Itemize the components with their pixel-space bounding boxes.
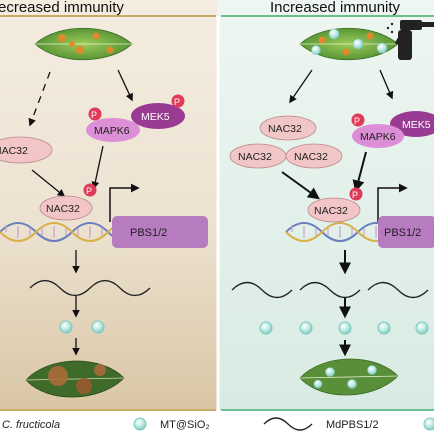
left-diseased-leaf	[25, 360, 125, 398]
left-infected-leaf	[34, 27, 133, 61]
pathogen-spot	[69, 41, 75, 47]
right-nac32-node-a	[259, 115, 317, 141]
right-arrow-nac32-down	[281, 171, 320, 200]
right-arrow-mapk-down	[352, 151, 367, 193]
right-nac32-phospho-label: P	[352, 190, 358, 200]
left-mapk6-label: MAPK6	[94, 125, 130, 137]
left-panel-bg	[0, 0, 218, 410]
right-nac32-bound-node	[307, 197, 361, 223]
left-panel-title: ecreased immunity	[0, 0, 124, 16]
legend-item-mrna-label: MdPBS1/2	[326, 419, 379, 431]
left-mapk6-node	[86, 118, 140, 142]
right-mek5-label: MEK5	[402, 119, 431, 131]
left-nac32-phospho-label: P	[86, 186, 92, 196]
left-nac32-bound-label: NAC32	[46, 203, 80, 215]
legend-particle-icon	[133, 417, 147, 431]
left-tss-arrow	[109, 183, 140, 222]
right-protein-particle	[415, 321, 429, 335]
left-mek5-phospho-label: P	[174, 97, 180, 107]
pathogen-spot	[58, 34, 66, 42]
legend-item-particle-label: MT@SiO₂	[160, 419, 210, 431]
left-mek5-label: MEK5	[141, 111, 170, 123]
right-pbs-gene-box	[378, 216, 434, 248]
right-mapk6-label: MAPK6	[360, 131, 396, 143]
right-arrow-to-mapk	[379, 69, 394, 100]
right-mrna	[231, 281, 429, 299]
right-protein-particle	[259, 321, 273, 335]
pathogen-spot	[92, 32, 100, 40]
right-protein-particle	[338, 321, 352, 335]
left-pbs-gene-box	[112, 216, 208, 248]
right-nac32-label-b: NAC32	[238, 151, 272, 163]
right-mapk6-node	[352, 124, 404, 148]
right-nac32-phospho	[349, 187, 363, 201]
pathogen-spot	[76, 46, 84, 54]
left-nac32-label: NAC32	[0, 145, 28, 157]
pathogen-spot	[106, 46, 114, 54]
legend-mrna-icon	[263, 417, 313, 431]
legend-protein-icon	[423, 417, 434, 431]
right-healthy-leaf	[299, 358, 399, 396]
left-mek5-phospho	[171, 94, 185, 108]
left-arrow-to-mapk	[117, 69, 133, 102]
legend-item-pathogen-label: C. fructicola	[2, 419, 60, 431]
right-protein-particle	[377, 321, 391, 335]
left-dashed-arrow	[28, 71, 51, 127]
right-nac32-node-c	[285, 143, 343, 169]
left-arrow-nac32-down	[31, 169, 66, 197]
right-nac32-bound-label: NAC32	[314, 205, 348, 217]
right-nac32-label-a: NAC32	[268, 123, 302, 135]
right-treated-leaf	[299, 27, 399, 61]
left-mapk6-phospho-label: P	[91, 110, 97, 120]
right-pbs-gene-label: PBS1/2	[384, 227, 421, 239]
left-pbs-gene-label: PBS1/2	[130, 227, 167, 239]
left-nac32-node	[0, 136, 53, 164]
left-arrow-mapk-down	[91, 145, 104, 190]
left-mrna	[29, 279, 151, 297]
right-mapk6-phospho-label: P	[354, 116, 360, 126]
right-tss-arrow	[377, 183, 408, 222]
right-arrow-to-nac32	[289, 69, 313, 104]
left-nac32-phospho	[83, 183, 97, 197]
left-mek5-node	[131, 103, 185, 129]
left-protein-particle	[91, 320, 105, 334]
right-protein-particle	[299, 321, 313, 335]
spray-bottle-icon	[386, 20, 434, 60]
left-mapk6-phospho	[88, 107, 102, 121]
right-panel-title: Increased immunity	[270, 0, 401, 16]
right-mapk6-phospho	[351, 113, 365, 127]
left-protein-particle	[59, 320, 73, 334]
left-nac32-bound-node	[39, 195, 93, 221]
right-nac32-label-c: NAC32	[294, 151, 328, 163]
